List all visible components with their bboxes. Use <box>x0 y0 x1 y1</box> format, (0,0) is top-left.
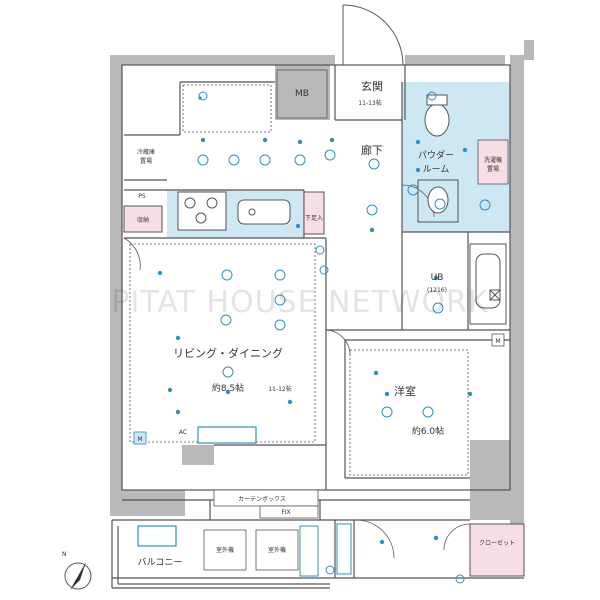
balcony-label: バルコニー <box>138 557 183 568</box>
ac-outdoor-1 <box>203 529 247 571</box>
dashed-outlines <box>129 84 469 476</box>
ldk-size: 約8.5帖 <box>212 382 244 394</box>
m-mark-1-label: M <box>137 436 142 443</box>
exterior-walls <box>110 40 534 525</box>
ldk-label: リビング・ダイニング <box>173 346 283 360</box>
entrance-label: 玄関 <box>361 79 383 93</box>
washer-area <box>477 139 509 185</box>
powder-room-label-2: ルーム <box>423 164 450 175</box>
balcony-vent-2 <box>299 525 319 577</box>
closet-area <box>469 523 525 577</box>
m-mark-2-label: M <box>495 338 500 345</box>
powder-room-label-1: パウダー <box>418 149 454 161</box>
mb-label: MB <box>295 89 309 99</box>
door-swings <box>123 184 471 559</box>
shoe-box-label: 下足入 <box>305 215 323 222</box>
ldk-dim: 11-12帖 <box>268 385 291 393</box>
fix-label: FIX <box>281 509 290 516</box>
ac-outdoor-label-1: 室外機 <box>216 546 234 554</box>
fixture-icons <box>197 91 491 584</box>
entrance-door <box>342 4 404 66</box>
washer-label-2: 置場 <box>487 165 499 173</box>
curtain-box-label: カーテンボックス <box>238 495 286 503</box>
storage-label: 収納 <box>137 216 149 224</box>
entrance-dim: 11-13帖 <box>358 99 381 107</box>
ac-outdoor-label-2: 室外機 <box>268 546 286 554</box>
ac-outdoor-2 <box>255 529 299 571</box>
hallway-label: 廊下 <box>361 143 383 157</box>
shoe-box <box>303 191 325 235</box>
m-mark-1 <box>133 431 147 445</box>
fixture-dots <box>157 96 473 545</box>
m-mark-2 <box>491 333 505 347</box>
svg-text:N: N <box>62 551 67 558</box>
mb-box <box>276 69 328 119</box>
bath-label: UB <box>431 273 444 283</box>
ac-label: AC <box>179 429 187 436</box>
balcony-vent <box>137 525 177 547</box>
compass-icon: N <box>62 551 92 590</box>
bedroom-vent <box>336 523 352 575</box>
kitchen-counter <box>177 191 291 231</box>
powder-fixtures <box>417 94 459 223</box>
ps-label: PS <box>138 193 146 200</box>
bath-size: (1216) <box>427 287 447 294</box>
closet-label: クローゼット <box>479 539 515 547</box>
fix-window <box>259 505 319 519</box>
ac-unit <box>197 426 257 444</box>
watermark: PITAT HOUSE NETWORK <box>111 285 488 320</box>
fridge-label-2: 置場 <box>140 157 152 165</box>
bedroom-label: 洋室 <box>394 384 416 398</box>
bathtub <box>469 243 507 325</box>
bedroom-size: 約6.0帖 <box>412 425 444 437</box>
washer-label-1: 洗濯機 <box>484 156 502 164</box>
fridge-label-1: 冷蔵庫 <box>137 148 155 156</box>
storage-area <box>123 205 163 233</box>
